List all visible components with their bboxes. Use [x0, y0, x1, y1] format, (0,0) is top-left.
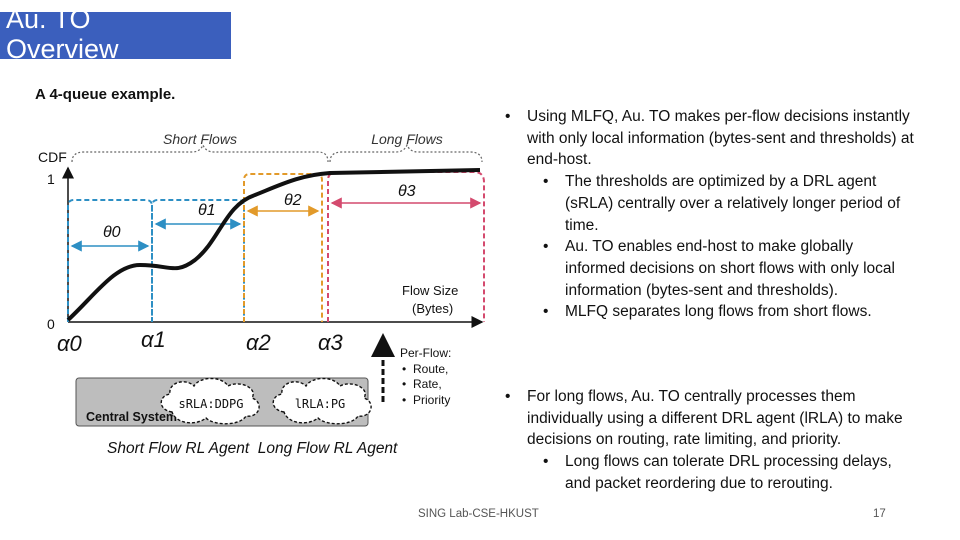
queue-1-box — [151, 199, 245, 322]
title-box: Au. TO Overview — [0, 12, 231, 59]
per-flow-item-3: Priority — [413, 393, 450, 407]
short-flows-brace — [71, 143, 329, 163]
bullet-text: The thresholds are optimized by a DRL ag… — [565, 173, 901, 234]
queue-2-box — [243, 173, 323, 322]
alpha2-label: α2 — [246, 330, 271, 355]
bullet-item: •The thresholds are optimized by a DRL a… — [543, 173, 901, 234]
footer-lab: SING Lab-CSE-HKUST — [418, 508, 539, 520]
bullet-text: Using MLFQ, Au. TO makes per-flow decisi… — [527, 108, 914, 169]
per-flow-bullet-1: • — [402, 362, 406, 376]
per-flow-title: Per-Flow: — [400, 346, 451, 360]
long-flows-brace — [329, 143, 483, 163]
bullet-item: •MLFQ separates long flows from short fl… — [543, 303, 872, 321]
bullet-text: MLFQ separates long flows from short flo… — [565, 303, 872, 321]
cdf-curve — [66, 168, 481, 322]
bullet-list-1: •Using MLFQ, Au. TO makes per-flow decis… — [505, 106, 915, 323]
bullet-text: Au. TO enables end-host to make globally… — [565, 238, 895, 299]
y-tick-zero: 0 — [47, 316, 55, 332]
queue-0-box — [67, 199, 153, 322]
central-system-label: Central System — [86, 410, 177, 424]
bytes-label: (Bytes) — [412, 301, 453, 316]
srla-label: sRLA:DDPG — [178, 397, 243, 411]
bullet-item: •Using MLFQ, Au. TO makes per-flow decis… — [505, 108, 914, 169]
cdf-label: CDF — [38, 149, 67, 165]
y-tick-one: 1 — [47, 171, 55, 187]
short-flows-label: Short Flows — [163, 131, 237, 147]
lrla-cloud — [272, 377, 372, 425]
theta0-label: θ0 — [103, 224, 121, 241]
bullet-item: •Long flows can tolerate DRL processing … — [543, 453, 892, 492]
flow-size-label: Flow Size — [402, 283, 458, 298]
alpha1-label: α1 — [141, 327, 166, 352]
srla-cloud — [160, 377, 260, 425]
per-flow-bullet-2: • — [402, 377, 406, 391]
bullet-item: •For long flows, Au. TO centrally proces… — [505, 388, 903, 449]
slide-subtitle: A 4-queue example. — [35, 86, 176, 103]
bullet-list-2: •For long flows, Au. TO centrally proces… — [505, 386, 915, 495]
theta2-label: θ2 — [284, 192, 302, 209]
alpha3-label: α3 — [318, 330, 344, 355]
alpha0-label: α0 — [57, 331, 83, 356]
slide-title: Au. TO Overview — [6, 12, 119, 59]
page-number: 17 — [873, 508, 886, 520]
theta1-label: θ1 — [198, 202, 216, 219]
figure-caption: Short Flow RL Agent Long Flow RL Agent — [107, 440, 398, 457]
lrla-label: lRLA:PG — [295, 397, 346, 411]
long-flows-label: Long Flows — [371, 131, 443, 147]
bullet-item: •Au. TO enables end-host to make globall… — [543, 238, 895, 299]
per-flow-item-2: Rate, — [413, 377, 442, 391]
theta3-label: θ3 — [398, 183, 416, 200]
bullet-text: Long flows can tolerate DRL processing d… — [565, 453, 892, 492]
per-flow-bullet-3: • — [402, 393, 406, 407]
per-flow-item-1: Route, — [413, 362, 448, 376]
bullet-text: For long flows, Au. TO centrally process… — [527, 388, 903, 449]
